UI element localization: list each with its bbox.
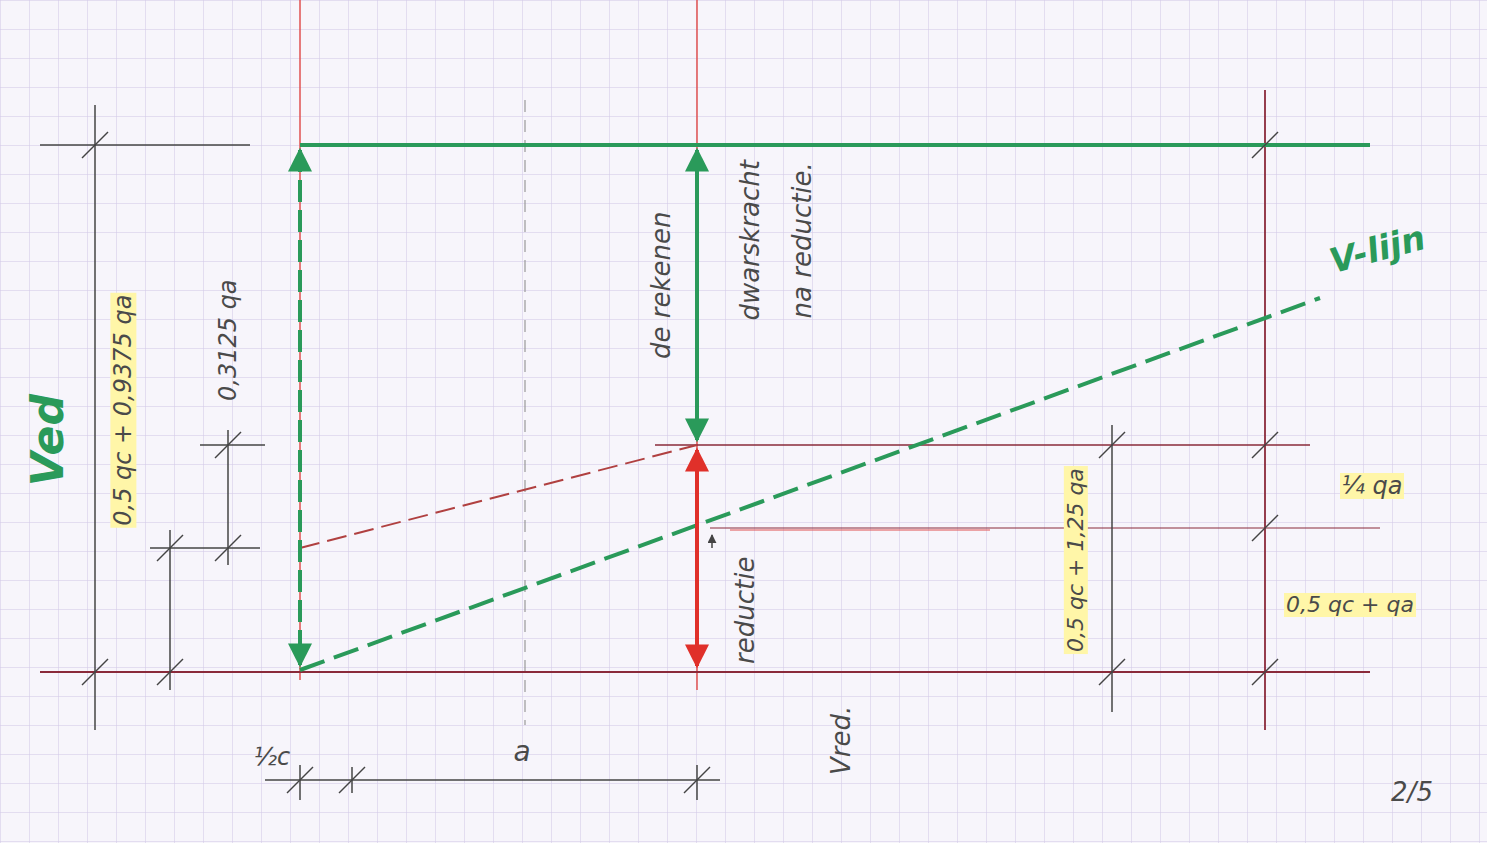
dimension-label: 0,5 qc + 1,25 qa <box>1064 466 1088 654</box>
dimension-label: 0,3125 qa <box>215 277 241 403</box>
dimension-label: 0,5 qc + qa <box>1284 593 1416 617</box>
dimension-label: ½c <box>252 744 292 770</box>
note-text: de rekenen <box>648 209 677 360</box>
force-symbol: Vred. <box>828 703 857 776</box>
dimension-label: a <box>511 737 532 768</box>
note-text: reductie <box>732 554 761 665</box>
reference-lines <box>40 0 1380 730</box>
dimension-lines <box>40 105 1278 800</box>
note-text: dwarskracht <box>736 158 765 323</box>
force-symbol: Ved <box>24 392 72 488</box>
note-text: na reductie. <box>788 160 817 320</box>
dimension-label: ¼ qa <box>1340 473 1405 499</box>
page-number: 2/5 <box>1389 778 1435 807</box>
force-arrows <box>300 150 697 666</box>
shear-lines <box>300 145 1370 670</box>
dimension-label: 0,5 qc + 0,9375 qa <box>111 292 137 527</box>
